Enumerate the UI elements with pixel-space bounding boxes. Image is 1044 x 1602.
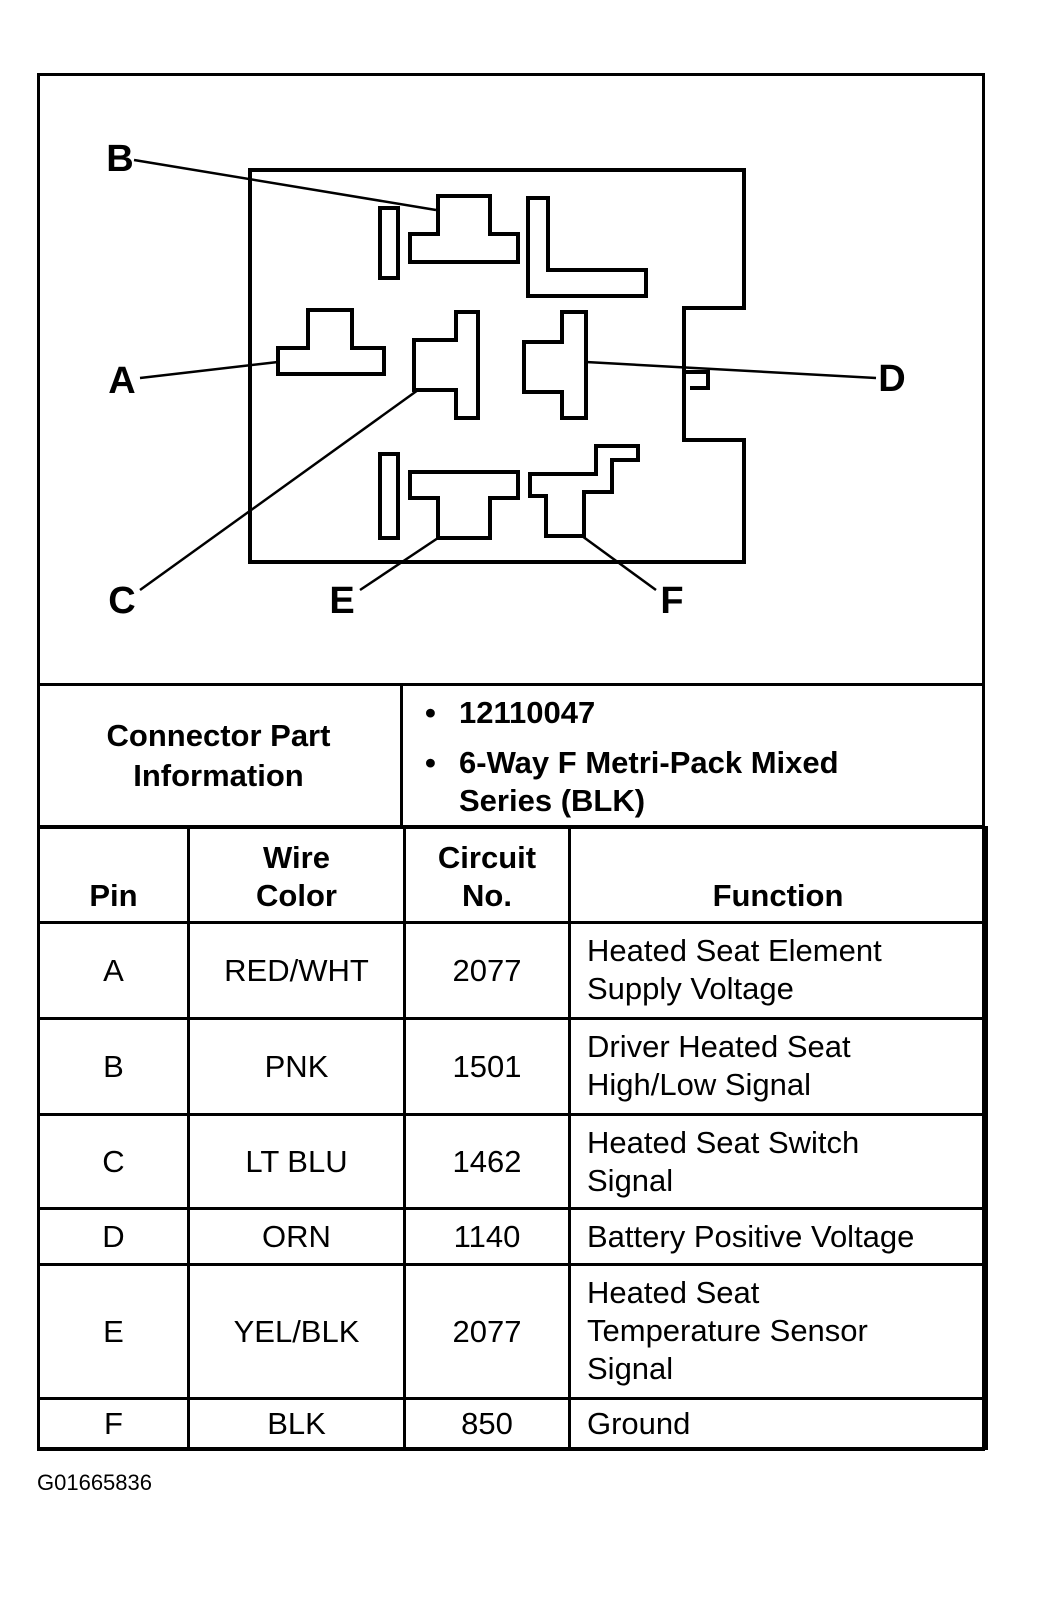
cell-function: Heated Seat Temperature Sensor Signal (568, 1263, 988, 1400)
pin-label-c: C (108, 580, 136, 622)
cell-function: Battery Positive Voltage (568, 1207, 988, 1266)
cell-pin: E (37, 1263, 190, 1400)
connector-housing (248, 168, 746, 564)
pin-table: Pin Wire Color Circuit No. Function A RE… (37, 826, 988, 1450)
table-row: D ORN 1140 Battery Positive Voltage (37, 1207, 988, 1266)
pin-label-e: E (329, 580, 355, 622)
cell-function: Driver Heated Seat High/Low Signal (568, 1017, 988, 1116)
cell-circuit: 850 (403, 1397, 571, 1450)
connector-type: • 6-Way F Metri-Pack Mixed Series (BLK) (425, 744, 839, 820)
pin-label-a: A (108, 360, 136, 402)
terminal-f (528, 444, 640, 538)
connector-face-diagram (133, 158, 877, 592)
table-row: F BLK 850 Ground (37, 1397, 988, 1450)
cell-wire-color: YEL/BLK (187, 1263, 406, 1400)
bullet-icon: • (425, 695, 436, 730)
cell-wire-color: BLK (187, 1397, 406, 1450)
cell-pin: F (37, 1397, 190, 1450)
header-function: Function (568, 826, 988, 924)
cell-pin: B (37, 1017, 190, 1116)
leader-line-b (133, 158, 437, 212)
cell-circuit: 1501 (403, 1017, 571, 1116)
connector-info-list: • 12110047 • 6-Way F Metri-Pack Mixed Se… (403, 686, 985, 825)
figure-id: G01665836 (37, 1470, 152, 1495)
table-row: C LT BLU 1462 Heated Seat Switch Signal (37, 1113, 988, 1210)
cell-function: Heated Seat Element Supply Voltage (568, 921, 988, 1020)
terminal-b (408, 194, 520, 264)
connector-info-row: Connector Part Information • 12110047 • … (37, 683, 985, 828)
connector-part-number: • 12110047 (425, 694, 985, 732)
cell-wire-color: PNK (187, 1017, 406, 1116)
cell-pin: A (37, 921, 190, 1020)
diagram-frame (37, 73, 985, 1451)
pin-label-b: B (106, 138, 134, 180)
terminal-a (276, 308, 386, 376)
cell-circuit: 2077 (403, 921, 571, 1020)
terminal-c (412, 310, 480, 420)
header-circuit-no: Circuit No. (403, 826, 571, 924)
cell-function: Ground (568, 1397, 988, 1450)
leader-line-a (139, 360, 279, 380)
cell-wire-color: ORN (187, 1207, 406, 1266)
leader-line-f (581, 534, 657, 592)
table-header-row: Pin Wire Color Circuit No. Function (37, 826, 988, 924)
housing-notch (684, 370, 710, 390)
l-shaped-key (526, 196, 648, 298)
connector-info-item: 12110047 (459, 695, 596, 730)
leader-line-c (139, 388, 419, 592)
table-row: E YEL/BLK 2077 Heated Seat Temperature S… (37, 1263, 988, 1400)
pin-label-f: F (660, 580, 684, 622)
connector-info-item: 6-Way F Metri-Pack Mixed Series (BLK) (459, 745, 839, 818)
leader-line-d (585, 360, 877, 380)
header-pin: Pin (37, 826, 190, 924)
connector-info-label: Connector Part Information (37, 686, 403, 825)
terminal-e (408, 470, 520, 540)
terminal-d (522, 310, 588, 420)
cell-circuit: 1462 (403, 1113, 571, 1210)
cell-wire-color: RED/WHT (187, 921, 406, 1020)
table-row: B PNK 1501 Driver Heated Seat High/Low S… (37, 1017, 988, 1116)
pin-label-d: D (878, 358, 906, 400)
bullet-icon: • (425, 745, 436, 780)
cell-circuit: 1140 (403, 1207, 571, 1266)
cell-function: Heated Seat Switch Signal (568, 1113, 988, 1210)
slot-upper-left (378, 206, 400, 280)
cell-wire-color: LT BLU (187, 1113, 406, 1210)
header-wire-color: Wire Color (187, 826, 406, 924)
cell-pin: D (37, 1207, 190, 1266)
leader-line-e (359, 536, 439, 592)
cell-pin: C (37, 1113, 190, 1210)
slot-lower-left (378, 452, 400, 540)
cell-circuit: 2077 (403, 1263, 571, 1400)
table-row: A RED/WHT 2077 Heated Seat Element Suppl… (37, 921, 988, 1020)
